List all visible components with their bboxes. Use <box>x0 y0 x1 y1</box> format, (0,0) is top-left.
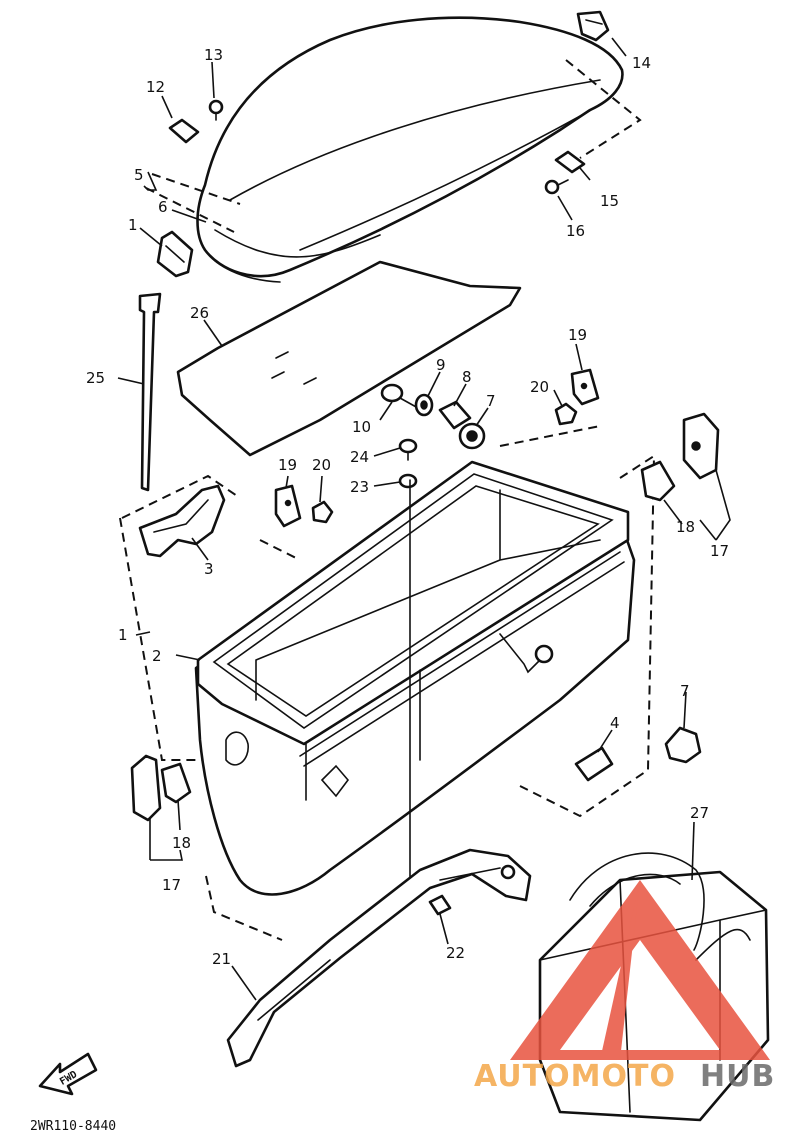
label-10: 10 <box>352 418 371 436</box>
label-23: 23 <box>350 478 369 496</box>
label-21: 21 <box>212 950 231 968</box>
watermark-text-1: AUTOMOTO <box>474 1059 676 1094</box>
label-4: 4 <box>610 714 620 732</box>
pad-12 <box>168 118 200 144</box>
damper-4 <box>574 746 614 782</box>
label-7-lower: 7 <box>680 682 690 700</box>
watermark-text-2: HUB <box>700 1059 775 1094</box>
label-15: 15 <box>600 192 619 210</box>
label-19-left: 19 <box>278 456 297 474</box>
label-17-left: 17 <box>162 876 181 894</box>
label-12: 12 <box>146 78 165 96</box>
fwd-arrow: FWD <box>38 1052 98 1096</box>
grommet-7b <box>664 726 702 764</box>
label-9: 9 <box>436 356 446 374</box>
label-25: 25 <box>86 369 105 387</box>
bolt-16 <box>544 179 569 195</box>
label-17-right: 17 <box>710 542 729 560</box>
strap <box>138 292 162 492</box>
mount-rail <box>226 848 532 1068</box>
label-24: 24 <box>350 448 369 466</box>
bracket-19-right <box>570 368 600 406</box>
label-18-right: 18 <box>676 518 695 536</box>
cap-24 <box>398 438 418 461</box>
lid <box>196 16 624 283</box>
nut-20-right <box>554 402 578 426</box>
bracket-19-left <box>274 484 302 528</box>
pad-15 <box>554 150 586 174</box>
inner-panel <box>176 260 522 457</box>
label-20-left: 20 <box>312 456 331 474</box>
latch-17-left <box>130 754 162 822</box>
bolt-13 <box>208 99 224 121</box>
label-3: 3 <box>204 560 214 578</box>
label-18-left: 18 <box>172 834 191 852</box>
label-14: 14 <box>632 54 651 72</box>
label-19-right: 19 <box>568 326 587 344</box>
label-16: 16 <box>566 222 585 240</box>
label-26: 26 <box>190 304 209 322</box>
diagram-code: 2WR110-8440 <box>30 1119 116 1134</box>
label-22: 22 <box>446 944 465 962</box>
watermark-triangle <box>510 880 770 1060</box>
collar-8 <box>438 400 472 430</box>
label-7-top: 7 <box>486 392 496 410</box>
label-6: 6 <box>158 198 168 216</box>
latch-17-right <box>682 412 720 480</box>
nut-20-left <box>311 500 334 524</box>
label-20-right: 20 <box>530 378 549 396</box>
bolt-10 <box>380 383 419 409</box>
assembly-outline <box>119 425 656 941</box>
latch-plate-18-right <box>640 460 676 502</box>
washer-9 <box>414 393 434 417</box>
gasket-3 <box>138 484 226 558</box>
case-body <box>194 460 636 901</box>
label-13: 13 <box>204 46 223 64</box>
leader-lines <box>117 37 731 1001</box>
label-8: 8 <box>462 368 472 386</box>
clip-14 <box>576 10 610 42</box>
label-5: 5 <box>134 166 144 184</box>
label-1-side: 1 <box>118 626 128 644</box>
label-27: 27 <box>690 804 709 822</box>
rubber-22 <box>428 894 452 916</box>
part-labels: 13 12 14 5 6 1 15 16 25 26 19 9 8 20 7 1… <box>86 46 729 968</box>
grommet-23 <box>398 473 418 489</box>
watermark-logo: AUTOMOTO HUB <box>474 880 775 1094</box>
label-2: 2 <box>152 647 162 665</box>
label-1-top: 1 <box>128 216 138 234</box>
latch-plate-18-left <box>160 762 192 804</box>
hinge-bracket <box>156 230 194 278</box>
grommet-7a <box>458 422 486 450</box>
